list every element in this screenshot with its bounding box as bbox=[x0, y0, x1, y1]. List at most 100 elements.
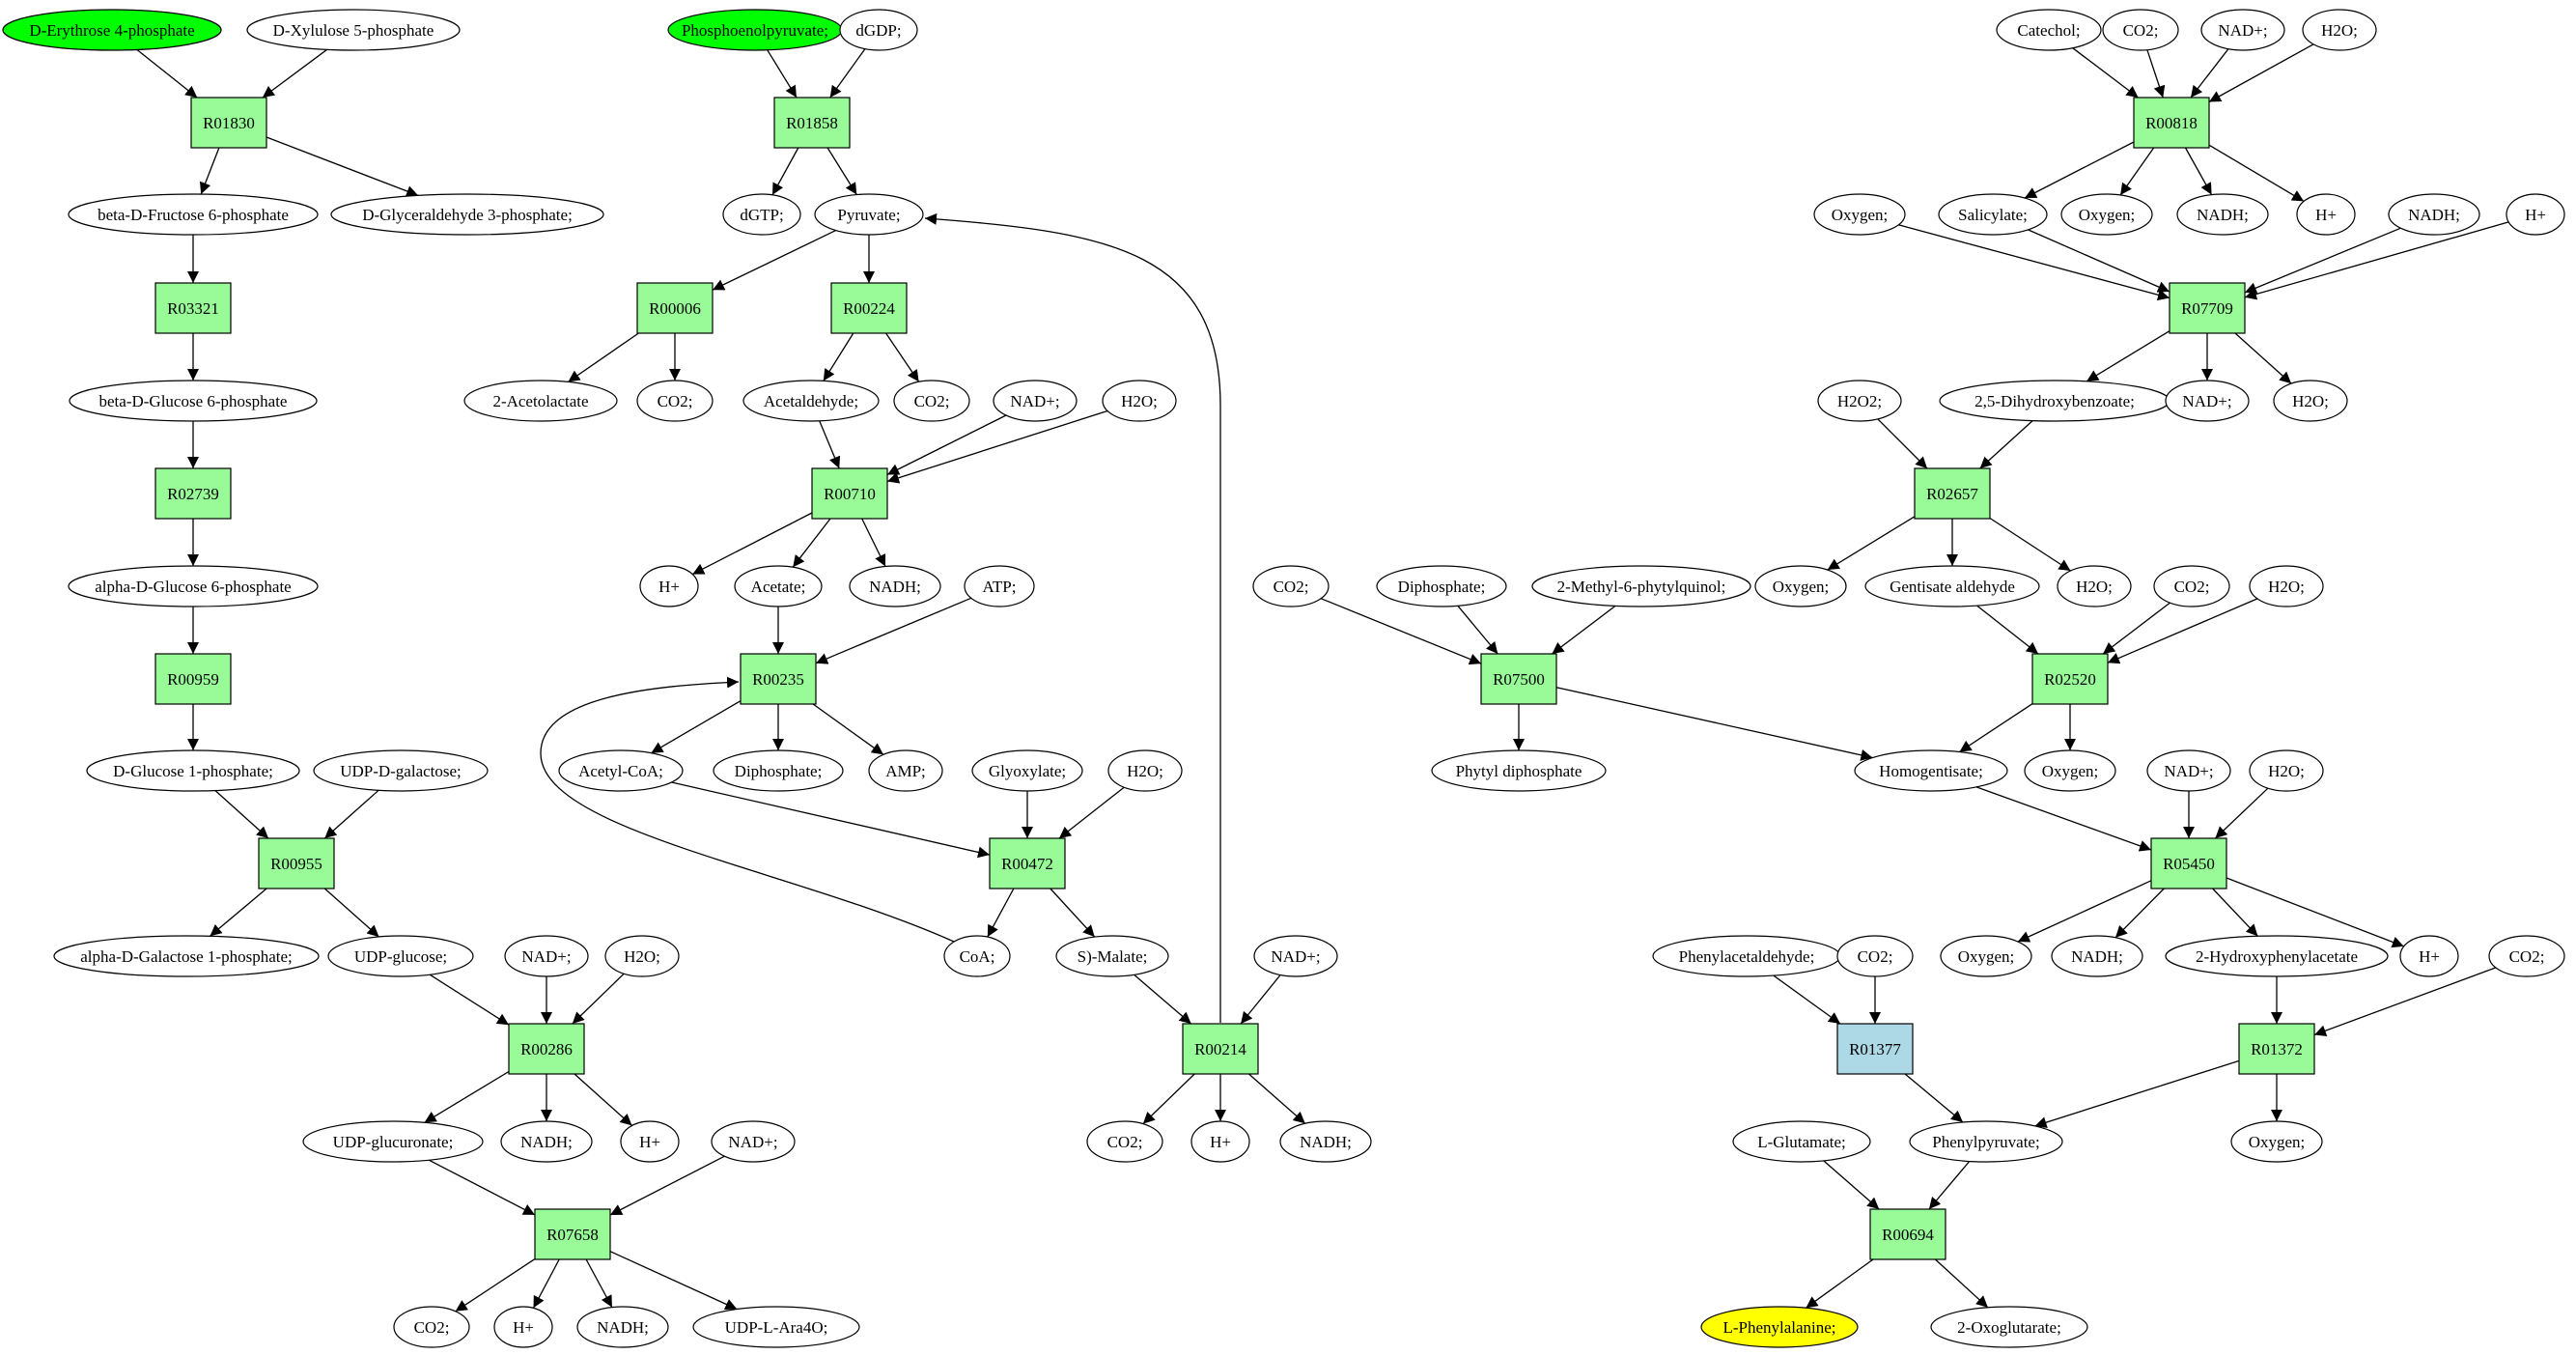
compound-node[interactable]: Oxygen; bbox=[1940, 935, 2032, 977]
compound-node[interactable]: UDP-L-Ara4O; bbox=[692, 1306, 860, 1348]
reaction-node-r00955[interactable]: R00955 bbox=[258, 837, 335, 889]
compound-node[interactable]: Oxygen; bbox=[1754, 565, 1847, 607]
compound-node[interactable]: Acetaldehyde; bbox=[742, 380, 880, 422]
compound-node[interactable]: NADH; bbox=[2176, 193, 2269, 236]
compound-node[interactable]: Oxygen; bbox=[2230, 1120, 2323, 1163]
reaction-node-r01372[interactable]: R01372 bbox=[2238, 1023, 2315, 1075]
compound-node[interactable]: H+ bbox=[1190, 1120, 1250, 1163]
compound-node[interactable]: 2,5-Dihydroxybenzoate; bbox=[1939, 380, 2170, 422]
reaction-node-r01377[interactable]: R01377 bbox=[1836, 1023, 1914, 1075]
compound-node[interactable]: AMP; bbox=[868, 749, 943, 792]
reaction-node-r01858[interactable]: R01858 bbox=[773, 97, 851, 149]
compound-node[interactable]: L-Glutamate; bbox=[1732, 1120, 1871, 1163]
compound-node[interactable]: H2O; bbox=[2302, 9, 2377, 51]
compound-node[interactable]: CO2; bbox=[393, 1306, 470, 1348]
reaction-node-r07709[interactable]: R07709 bbox=[2169, 282, 2246, 334]
compound-node[interactable]: H2O; bbox=[604, 935, 680, 977]
compound-node[interactable]: H+ bbox=[639, 565, 699, 607]
compound-node[interactable]: D-Xylulose 5-phosphate bbox=[246, 9, 461, 51]
compound-node[interactable]: CO2; bbox=[893, 380, 970, 422]
compound-node[interactable]: H2O; bbox=[2273, 380, 2348, 422]
compound-node[interactable]: H+ bbox=[493, 1306, 553, 1348]
compound-node[interactable]: CO2; bbox=[636, 380, 714, 422]
compound-node[interactable]: dGDP; bbox=[839, 9, 918, 51]
compound-node[interactable]: CO2; bbox=[1252, 565, 1330, 607]
compound-node[interactable]: NADH; bbox=[849, 565, 941, 607]
compound-node[interactable]: NAD+; bbox=[711, 1120, 796, 1163]
compound-node[interactable]: Diphosphate; bbox=[1376, 565, 1507, 607]
compound-node[interactable]: H2O; bbox=[2249, 565, 2324, 607]
reaction-node-r00235[interactable]: R00235 bbox=[740, 653, 817, 705]
compound-node[interactable]: UDP-glucose; bbox=[327, 935, 474, 977]
compound-node[interactable]: NAD+; bbox=[1253, 935, 1338, 977]
reaction-node-r00959[interactable]: R00959 bbox=[154, 653, 232, 705]
reaction-node-r00006[interactable]: R00006 bbox=[636, 282, 714, 334]
compound-node[interactable]: 2-Acetolactate bbox=[463, 380, 618, 422]
compound-node[interactable]: S)-Malate; bbox=[1055, 935, 1169, 977]
compound-node[interactable]: alpha-D-Galactose 1-phosphate; bbox=[53, 935, 320, 977]
compound-node[interactable]: Catechol; bbox=[1996, 9, 2102, 51]
compound-node[interactable]: H+ bbox=[620, 1120, 680, 1163]
compound-node[interactable]: dGTP; bbox=[722, 193, 801, 236]
compound-node[interactable]: NADH; bbox=[1279, 1120, 1372, 1163]
compound-node[interactable]: Glyoxylate; bbox=[971, 749, 1083, 792]
compound-node[interactable]: Pyruvate; bbox=[814, 193, 924, 236]
reaction-node-r03321[interactable]: R03321 bbox=[154, 282, 232, 334]
compound-node[interactable]: UDP-glucuronate; bbox=[302, 1120, 484, 1163]
reaction-node-r02520[interactable]: R02520 bbox=[2031, 653, 2109, 705]
compound-node[interactable]: beta-D-Fructose 6-phosphate bbox=[68, 193, 319, 236]
compound-node[interactable]: Phytyl diphosphate bbox=[1431, 749, 1607, 792]
reaction-node-r07658[interactable]: R07658 bbox=[534, 1208, 611, 1260]
compound-node[interactable]: 2-Hydroxyphenylacetate bbox=[2165, 935, 2389, 977]
compound-node[interactable]: Salicylate; bbox=[1938, 193, 2048, 236]
compound-node[interactable]: H+ bbox=[2399, 935, 2459, 977]
reaction-node-r02657[interactable]: R02657 bbox=[1914, 467, 1991, 520]
reaction-node-r07500[interactable]: R07500 bbox=[1480, 653, 1557, 705]
compound-node[interactable]: Phenylacetaldehyde; bbox=[1652, 935, 1841, 977]
compound-node[interactable]: Oxygen; bbox=[2024, 749, 2116, 792]
compound-node[interactable]: alpha-D-Glucose 6-phosphate bbox=[68, 565, 319, 607]
compound-node[interactable]: NADH; bbox=[576, 1306, 669, 1348]
compound-node[interactable]: D-Glyceraldehyde 3-phosphate; bbox=[330, 193, 604, 236]
compound-node[interactable]: NAD+; bbox=[2165, 380, 2250, 422]
reaction-node-r00694[interactable]: R00694 bbox=[1869, 1208, 1946, 1260]
compound-node[interactable]: ATP; bbox=[964, 565, 1035, 607]
reaction-node-r00472[interactable]: R00472 bbox=[989, 837, 1066, 889]
reaction-node-r00286[interactable]: R00286 bbox=[508, 1023, 585, 1075]
compound-node[interactable]: NADH; bbox=[500, 1120, 593, 1163]
compound-node[interactable]: Acetyl-CoA; bbox=[558, 749, 684, 792]
reaction-node-r00710[interactable]: R00710 bbox=[811, 467, 888, 520]
compound-node[interactable]: H2O; bbox=[2057, 565, 2132, 607]
compound-node[interactable]: CO2; bbox=[1836, 935, 1914, 977]
compound-node[interactable]: H+ bbox=[2506, 193, 2565, 236]
compound-node[interactable]: D-Erythrose 4-phosphate bbox=[2, 9, 222, 51]
reaction-node-r00818[interactable]: R00818 bbox=[2133, 97, 2210, 149]
compound-node[interactable]: CO2; bbox=[2488, 935, 2565, 977]
compound-node[interactable]: H+ bbox=[2296, 193, 2356, 236]
compound-node[interactable]: beta-D-Glucose 6-phosphate bbox=[69, 380, 318, 422]
compound-node[interactable]: D-Glucose 1-phosphate; bbox=[86, 749, 300, 792]
reaction-node-r01830[interactable]: R01830 bbox=[190, 97, 267, 149]
compound-node[interactable]: NADH; bbox=[2388, 193, 2480, 236]
compound-node[interactable]: UDP-D-galactose; bbox=[313, 749, 489, 792]
compound-node[interactable]: H2O; bbox=[2249, 749, 2324, 792]
compound-node[interactable]: CoA; bbox=[943, 935, 1011, 977]
compound-node[interactable]: Phenylpyruvate; bbox=[1909, 1120, 2063, 1163]
compound-node[interactable]: Acetate; bbox=[734, 565, 823, 607]
compound-node[interactable]: 2-Oxoglutarate; bbox=[1930, 1306, 2088, 1348]
compound-node[interactable]: NAD+; bbox=[2200, 9, 2285, 51]
compound-node[interactable]: NAD+; bbox=[504, 935, 589, 977]
compound-node[interactable]: H2O; bbox=[1102, 380, 1177, 422]
reaction-node-r05450[interactable]: R05450 bbox=[2150, 837, 2227, 889]
compound-node[interactable]: Oxygen; bbox=[2060, 193, 2153, 236]
reaction-node-r00214[interactable]: R00214 bbox=[1182, 1023, 1259, 1075]
compound-node[interactable]: Homogentisate; bbox=[1854, 749, 2008, 792]
compound-node[interactable]: NAD+; bbox=[993, 380, 1078, 422]
reaction-node-r02739[interactable]: R02739 bbox=[154, 467, 232, 520]
reaction-node-r00224[interactable]: R00224 bbox=[830, 282, 908, 334]
compound-node[interactable]: H2O; bbox=[1107, 749, 1183, 792]
compound-node[interactable]: Phosphoenolpyruvate; bbox=[667, 9, 843, 51]
compound-node[interactable]: NAD+; bbox=[2146, 749, 2231, 792]
compound-node[interactable]: Oxygen; bbox=[1813, 193, 1906, 236]
compound-node[interactable]: CO2; bbox=[1086, 1120, 1163, 1163]
